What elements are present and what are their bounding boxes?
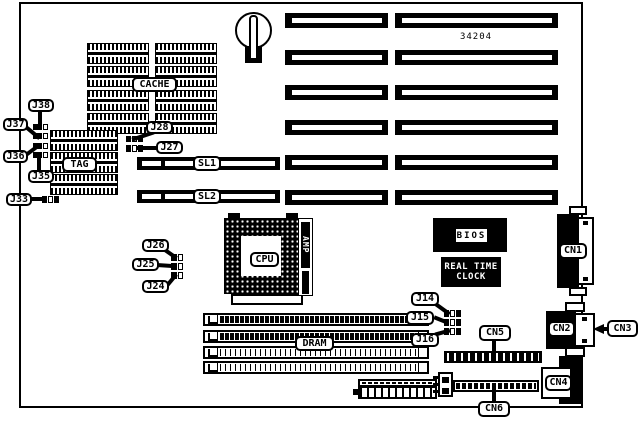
cache-label: CACHE: [132, 77, 177, 92]
label-cn4: CN4: [545, 375, 572, 391]
cache-chip: [87, 113, 149, 134]
cn1-mount-tab: [569, 287, 587, 296]
label-cn6: CN6: [478, 401, 510, 417]
jumper-j36: [33, 143, 48, 149]
power-connector: [358, 386, 437, 399]
bios-label: BIOS: [456, 229, 487, 242]
cpu-label: CPU: [250, 252, 279, 267]
slot-sl1-label: SL1: [193, 156, 221, 171]
jumper-j25: [171, 263, 183, 270]
isa-slot-5-left: [285, 155, 388, 170]
isa-slot-3-left: [285, 85, 388, 100]
header-pin: [433, 390, 438, 393]
slot-sl1: SL1: [137, 156, 280, 171]
rtc-label-line1: REAL TIME: [444, 262, 498, 272]
rtc-chip: REAL TIME CLOCK: [441, 257, 501, 287]
tag-chip: [50, 174, 118, 195]
label-j28: J28: [146, 121, 173, 134]
header-pin: [433, 383, 438, 386]
label-cn5: CN5: [479, 325, 511, 341]
small-header-connector: [438, 372, 453, 397]
jumper-j33: [42, 196, 59, 203]
slot-sl2-label: SL2: [193, 189, 221, 204]
isa-slot-5-right: [395, 155, 558, 170]
rtc-label-line2: CLOCK: [456, 272, 486, 282]
label-j16: J16: [411, 333, 439, 347]
cpu-socket-tab: [228, 213, 240, 219]
tag-label: TAG: [62, 157, 97, 172]
label-cn2: CN2: [548, 321, 575, 337]
label-j15: J15: [406, 311, 434, 325]
power-connector-pin: [353, 389, 359, 395]
cn3-port-face: [574, 313, 595, 347]
part-number: 34204: [459, 32, 493, 42]
cache-chip: [155, 43, 217, 64]
jumper-j26: [171, 254, 183, 261]
isa-slot-1-right: [395, 13, 558, 28]
header-pin: [433, 376, 438, 379]
cpu-socket-lever: [231, 294, 303, 305]
jumper-j27: [126, 145, 143, 152]
cpu-socket-tab: [286, 213, 298, 219]
label-j27: J27: [156, 141, 183, 154]
jumper-j37: [33, 133, 48, 139]
isa-slot-1-left: [285, 13, 388, 28]
tag-chip: [50, 130, 118, 151]
cache-chip: [87, 43, 149, 64]
dram-simm-slot-1: [203, 313, 429, 326]
amp-connector: AMP: [298, 218, 313, 296]
connector-cn5: [444, 351, 542, 363]
jumper-j35: [33, 152, 48, 158]
dram-label: DRAM: [295, 336, 334, 351]
label-j38: J38: [28, 99, 54, 112]
isa-slot-2-right: [395, 50, 558, 65]
cache-chip: [155, 90, 217, 111]
jumper-j38: [33, 124, 48, 130]
cache-chip: [87, 90, 149, 111]
slot-sl2: SL2: [137, 189, 280, 204]
amp-label: AMP: [301, 222, 310, 268]
isa-slot-3-right: [395, 85, 558, 100]
label-j33: J33: [6, 193, 32, 206]
bios-chip: BIOS: [433, 218, 507, 252]
label-j25: J25: [132, 258, 159, 271]
label-j35: J35: [28, 170, 54, 183]
jumper-j28: [126, 136, 143, 142]
isa-slot-4-right: [395, 120, 558, 135]
battery-cell: [249, 15, 258, 60]
jumper-j24: [171, 272, 183, 279]
jumper-j16: [444, 328, 461, 335]
label-j26: J26: [142, 239, 169, 252]
isa-slot-6-left: [285, 190, 388, 205]
dram-simm-slot-4: [203, 361, 429, 374]
isa-slot-6-right: [395, 190, 558, 205]
isa-slot-2-left: [285, 50, 388, 65]
label-j24: J24: [142, 280, 169, 293]
connector-cn6: [453, 380, 539, 392]
isa-slot-4-left: [285, 120, 388, 135]
jumper-j15: [444, 319, 461, 326]
label-j36: J36: [3, 150, 28, 163]
label-j37: J37: [3, 118, 28, 131]
jumper-j14: [444, 310, 461, 317]
label-j14: J14: [411, 292, 439, 306]
label-cn3: CN3: [607, 320, 638, 337]
label-cn1: CN1: [559, 243, 587, 259]
